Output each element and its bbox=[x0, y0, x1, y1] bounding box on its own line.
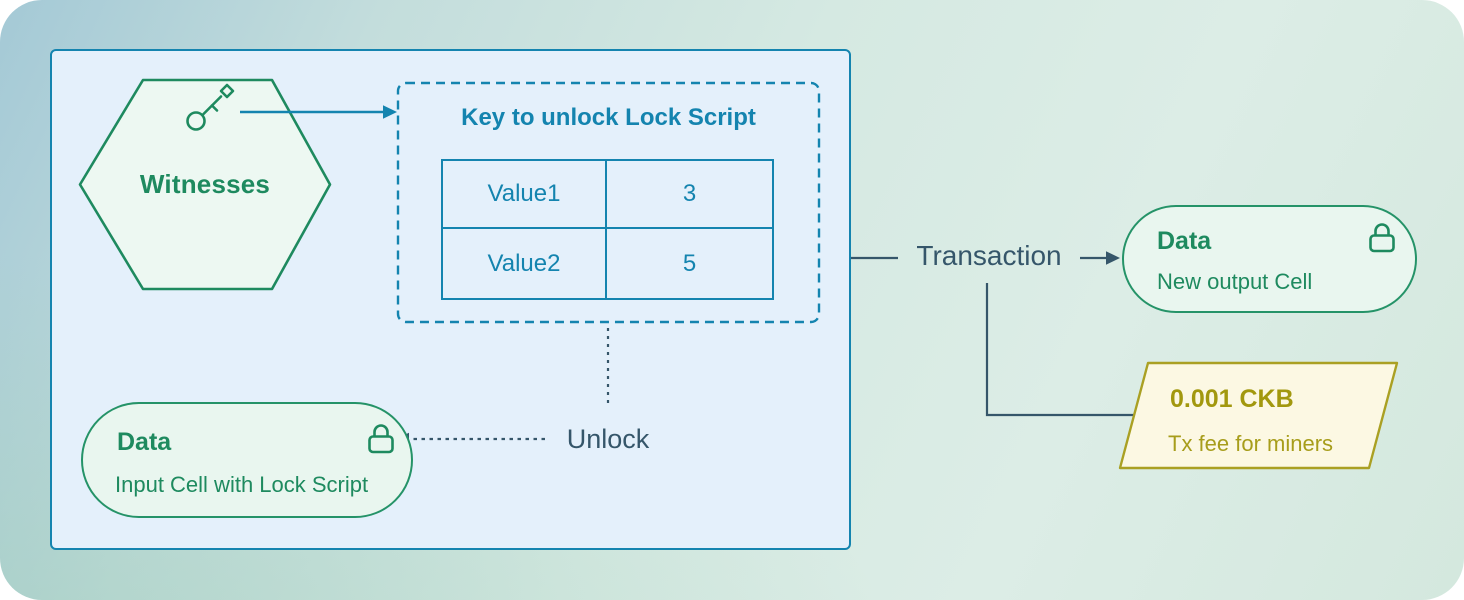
output-cell-subtitle: New output Cell bbox=[1157, 269, 1313, 294]
key-panel-title: Key to unlock Lock Script bbox=[461, 104, 756, 131]
input-cell-title: Data bbox=[117, 428, 172, 456]
output-cell: Data New output Cell bbox=[1122, 205, 1417, 313]
table-cell-key: Value2 bbox=[443, 229, 607, 298]
output-cell-title: Data bbox=[1157, 227, 1212, 255]
lock-icon bbox=[1367, 221, 1397, 260]
input-cell: Data Input Cell with Lock Script bbox=[81, 402, 413, 518]
key-value-table: Value1 3 Value2 5 bbox=[441, 159, 774, 300]
lock-icon bbox=[366, 422, 396, 461]
transaction-arrow bbox=[1080, 251, 1120, 265]
table-cell-value: 5 bbox=[682, 249, 697, 277]
table-cell-value: 3 bbox=[607, 161, 772, 229]
table-cell-key: Value1 bbox=[443, 161, 607, 229]
fee-connector bbox=[985, 283, 1135, 417]
transaction-label: Transaction bbox=[916, 240, 1062, 271]
unlock-label: Unlock bbox=[566, 424, 650, 454]
witnesses-label: Witnesses bbox=[139, 169, 271, 199]
fee-note: Tx fee for miners bbox=[1168, 431, 1334, 456]
fee-amount: 0.001 CKB bbox=[1170, 385, 1294, 413]
input-cell-subtitle: Input Cell with Lock Script bbox=[115, 472, 369, 497]
